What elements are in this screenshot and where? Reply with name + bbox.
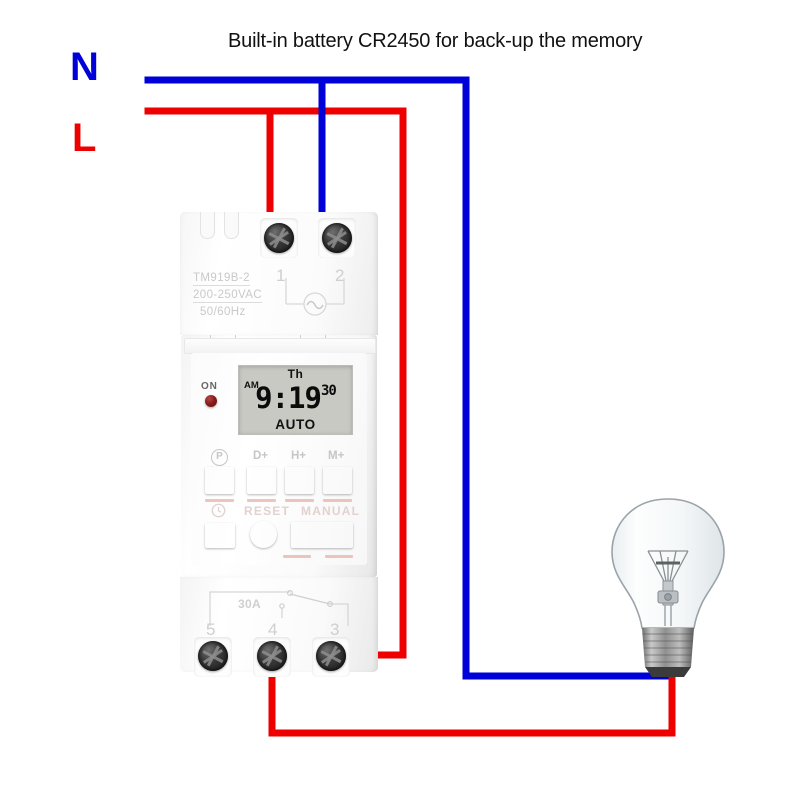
program-button-label: P [211,449,228,466]
vent-slot [224,212,239,239]
lcd-day: Th [287,367,304,381]
ac-source-schematic [285,278,345,316]
terminal-4-screw[interactable] [257,641,287,671]
hour-plus-label: H+ [291,450,307,462]
line-label: L [72,116,97,160]
terminal-5-screw[interactable] [198,641,228,671]
clock-icon [211,503,226,518]
terminal-2-screw[interactable] [322,223,352,253]
button-shadow [247,499,276,502]
contact-schematic [209,589,349,626]
lcd-mode: AUTO [275,417,316,432]
stem-tube [664,605,672,626]
lcd-meridiem: AM [244,380,259,391]
terminal-number-3: 3 [330,620,340,639]
page-title: Built-in battery CR2450 for back-up the … [228,30,643,52]
device-faceplate: ON Th AM 9:1930 AUTO P D+ H+ M+ [191,353,367,565]
wire-neutral-to-lamp [144,76,672,680]
device-model: TM919B-2 [193,272,250,286]
terminal-1-screw[interactable] [264,223,294,253]
lcd-time: 9:1930 [239,384,352,413]
day-plus-label: D+ [253,450,269,462]
day-plus-button[interactable] [247,467,276,494]
button-shadow [283,555,311,558]
button-shadow [325,555,353,558]
minute-plus-label: M+ [328,450,345,462]
terminal-number-2: 2 [335,266,345,285]
button-shadow [205,499,234,502]
device-frequency: 50/60Hz [200,306,246,318]
bulb-base-tip [645,667,691,677]
device-voltage: 200-250VAC [193,289,262,303]
stem-bead [664,593,672,601]
lcd-time-value: 9:19 [255,381,322,415]
manual-button[interactable] [291,522,353,548]
bulb-filament [647,550,689,584]
cover-lip [184,338,376,354]
neutral-label: N [70,45,99,89]
terminal-number-1: 1 [276,266,286,285]
reset-button[interactable] [250,521,277,548]
light-bulb [611,498,725,677]
vent-slot [200,212,215,239]
terminal-3-screw[interactable] [316,641,346,671]
base-threads [642,633,694,663]
lcd-seconds: 30 [320,383,337,399]
program-button[interactable] [205,467,234,494]
contact-rating-label: 30A [238,597,261,611]
on-led-indicator [205,395,217,407]
wire-neutral-to-terminal-2 [144,76,326,236]
terminal-number-5: 5 [206,620,216,639]
terminal-number-4: 4 [268,620,278,639]
minute-plus-button[interactable] [323,467,352,494]
button-shadow [285,499,314,502]
button-shadow [323,499,352,502]
timer-device: 1 2 TM919B-2 200-250VAC 50/60Hz ON Th AM… [180,212,378,677]
reset-button-label: RESET [244,504,291,518]
clock-button[interactable] [205,523,235,548]
manual-button-label: MANUAL [301,504,361,518]
lcd-display: Th AM 9:1930 AUTO [238,365,353,435]
wire-terminal-4-to-lamp [268,656,676,737]
on-indicator-label: ON [201,381,218,392]
hour-plus-button[interactable] [285,467,314,494]
